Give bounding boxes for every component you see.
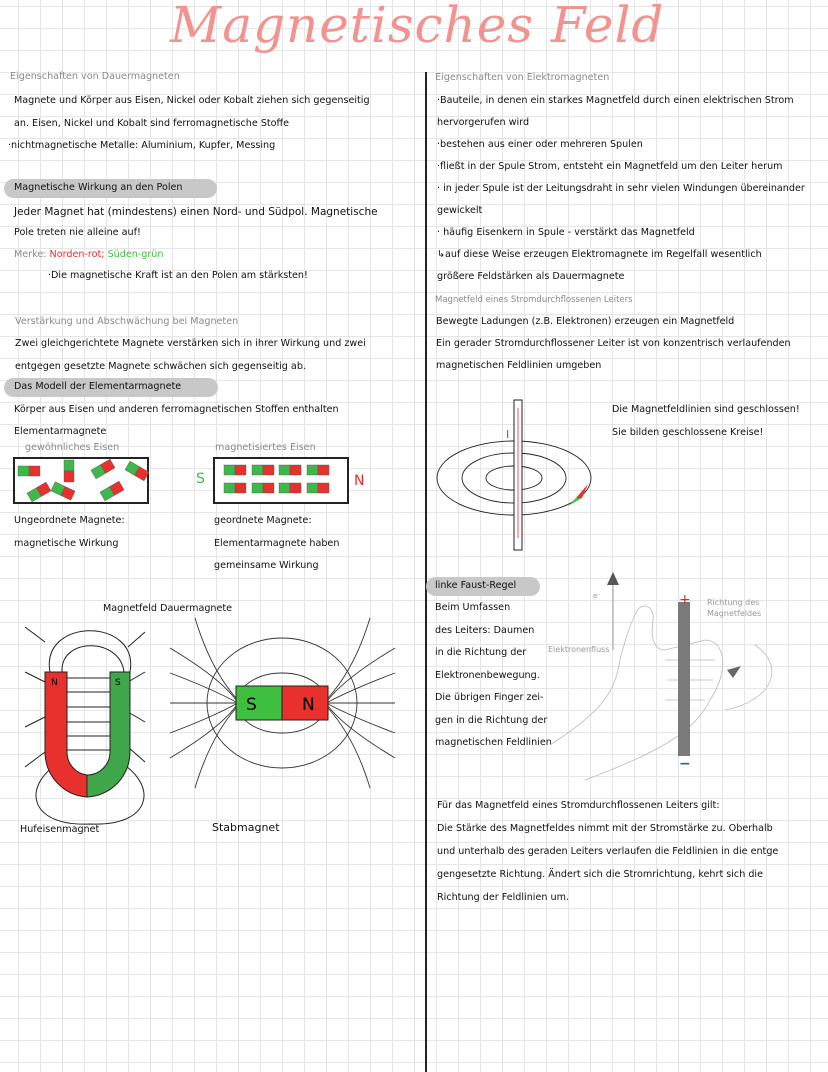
elementary-magnet [306, 464, 330, 476]
merke-label: Merke: [14, 249, 47, 260]
heading-pill [4, 378, 218, 397]
caption: Ungeordnete Magnete: [14, 515, 125, 526]
heading-pill [426, 577, 540, 596]
heading-faust-regel: linke Faust-Regel [435, 580, 517, 591]
elementary-magnet [26, 481, 52, 503]
caption-bar: Stabmagnet [212, 821, 280, 834]
text-line: Pole treten nie alleine auf! [14, 227, 141, 238]
text-line: ↳auf diese Weise erzeugen Elektromagnete… [437, 249, 762, 260]
text-line: · in jeder Spule ist der Leitungsdraht i… [437, 183, 805, 194]
page-title: Magnetisches Feld [170, 0, 665, 54]
electron-flow-label: Elektronenfluss [548, 645, 609, 654]
elementary-magnet [17, 465, 41, 477]
text-line: größere Feldstärken als Dauermagnete [437, 271, 625, 282]
elementary-magnet [306, 482, 330, 494]
pole-s-label: S [196, 471, 205, 487]
elementary-magnet [90, 458, 116, 480]
caption: magnetische Wirkung [14, 538, 119, 549]
elementary-magnet [223, 464, 247, 476]
bar-s: S [246, 695, 257, 715]
text-line: gen in die Richtung der [435, 714, 548, 726]
text-line: gewickelt [437, 205, 483, 216]
column-divider [425, 72, 427, 1072]
merke-north: Norden-rot; [49, 249, 105, 260]
text-line: Richtung der Feldlinien um. [437, 892, 569, 903]
elementary-magnet [50, 481, 76, 501]
heading-pill [4, 179, 217, 198]
caption: gemeinsame Wirkung [214, 560, 319, 571]
text-line: Elementarmagnete [14, 426, 107, 437]
text-line: Zwei gleichgerichtete Magnete verstärken… [15, 338, 366, 349]
text-line: magnetischen Feldlinien umgeben [436, 360, 602, 371]
elementary-magnet [223, 482, 247, 494]
left-hand-rule-figure: e⁻ + − Elektronenfluss Richtung des Magn… [548, 572, 773, 781]
bar-magnet-figure: S N [169, 617, 396, 789]
text-line: Die übrigen Finger zei- [435, 692, 544, 703]
text-line: ·Die magnetische Kraft ist an den Polen … [48, 270, 308, 281]
note-line: Sie bilden geschlossene Kreise! [612, 427, 764, 438]
text-line: ·Bauteile, in denen ein starkes Magnetfe… [437, 95, 794, 106]
text-line: hervorgerufen wird [437, 117, 530, 128]
horseshoe-n: N [51, 678, 58, 688]
heading-elementarmagnete: Das Modell der Elementarmagnete [14, 381, 182, 392]
text-line: magnetischen Feldlinien [435, 737, 552, 748]
conductor-field-figure: I [436, 399, 592, 551]
caption-horseshoe: Hufeisenmagnet [20, 824, 100, 835]
elementary-magnet [99, 480, 125, 502]
text-line: Bewegte Ladungen (z.B. Elektronen) erzeu… [436, 316, 735, 327]
elementary-magnet [124, 460, 150, 482]
text-line: Die Stärke des Magnetfeldes nimmt mit de… [437, 823, 773, 834]
text-line: in die Richtung der [435, 647, 527, 658]
horseshoe-s: S [115, 678, 121, 688]
text-line: gengesetzte Richtung. Ändert sich die St… [437, 869, 763, 880]
caption: geordnete Magnete: [214, 515, 312, 526]
elementary-magnet [278, 464, 302, 476]
heading-verstaerkung: Verstärkung und Abschwächung bei Magnete… [15, 316, 239, 327]
text-line: Körper aus Eisen und anderen ferromagnet… [14, 404, 339, 415]
minus-sign: − [679, 756, 691, 772]
merke-line: Merke: Norden-rot; Süden-grün [14, 248, 163, 262]
current-label: I [506, 428, 509, 441]
text-line: Ein gerader Stromdurchflossener Leiter i… [436, 338, 791, 349]
elementary-magnet [278, 482, 302, 494]
text-line: Magnete und Körper aus Eisen, Nickel ode… [14, 95, 370, 106]
label-magnetized-iron: magnetisiertes Eisen [215, 442, 316, 453]
caption: Elementarmagnete haben [214, 538, 340, 549]
text-line: Jeder Magnet hat (mindestens) einen Nord… [14, 206, 378, 218]
text-line: ·bestehen aus einer oder mehreren Spulen [437, 139, 643, 150]
elementary-magnet [251, 464, 275, 476]
text-line: an. Eisen, Nickel und Kobalt sind ferrom… [14, 118, 290, 129]
plus-sign: + [679, 592, 691, 608]
text-line: Elektronenbewegung. [435, 669, 540, 681]
text-line: ·nichtmagnetische Metalle: Aluminium, Ku… [8, 140, 276, 151]
note-line: Die Magnetfeldlinien sind geschlossen! [612, 404, 800, 415]
bar-n: N [302, 695, 315, 715]
text-line: entgegen gesetzte Magnete schwächen sich… [15, 361, 306, 372]
elementary-magnet [63, 459, 75, 483]
text-line: Beim Umfassen [435, 602, 511, 613]
text-line: und unterhalb des geraden Leiters verlau… [437, 846, 779, 857]
elementary-magnet [251, 482, 275, 494]
heading-elektromagnete: Eigenschaften von Elektromagneten [435, 72, 610, 83]
text-line: des Leiters: Daumen [435, 624, 535, 636]
pole-n-label: N [354, 473, 365, 489]
ordinary-iron-box [13, 457, 150, 504]
label-ordinary-iron: gewöhnliches Eisen [25, 442, 120, 453]
heading-leiter: Magnetfeld eines Stromdurchflossenen Lei… [435, 295, 633, 305]
merke-south: Süden-grün [107, 249, 164, 260]
text-line: ·fließt in der Spule Strom, entsteht ein… [437, 161, 783, 172]
horseshoe-magnet-figure: N S [24, 626, 146, 825]
field-direction-label: Richtung des [707, 598, 759, 607]
text-line: Für das Magnetfeld eines Stromdurchfloss… [437, 800, 720, 811]
magnetized-iron-box [213, 457, 349, 504]
electron-label: e⁻ [593, 592, 601, 600]
text-line: · häufig Eisenkern in Spule - verstärkt … [437, 227, 695, 238]
field-direction-label: Magnetfeldes [707, 609, 761, 618]
heading-pole-wirkung: Magnetische Wirkung an den Polen [14, 182, 183, 193]
figure-title: Magnetfeld Dauermagnete [103, 603, 233, 614]
heading-dauermagnete: Eigenschaften von Dauermagneten [10, 71, 180, 82]
